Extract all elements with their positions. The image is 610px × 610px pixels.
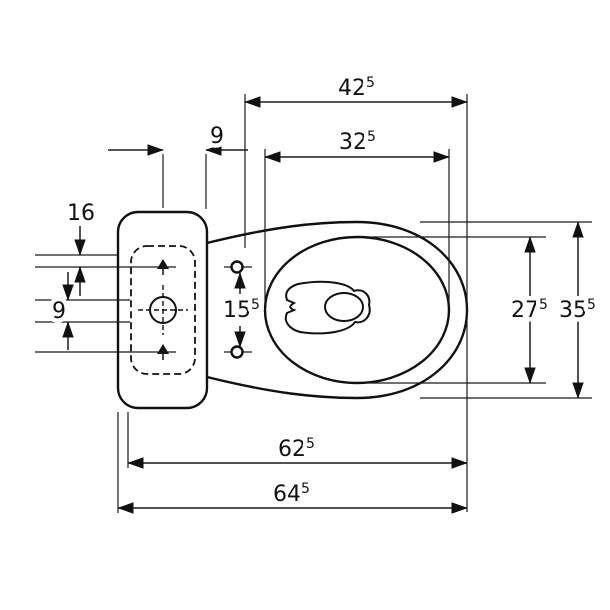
cistern-inner-dashed	[130, 245, 196, 375]
extension-lines	[35, 94, 592, 513]
label-opening-width: 275	[511, 297, 548, 323]
label-left-upper: 16	[67, 201, 95, 226]
hinge-hole-bottom	[230, 345, 244, 359]
water-spot	[324, 292, 364, 322]
seat-opening-outline	[263, 235, 451, 385]
toilet-shapes	[116, 210, 469, 410]
label-opening-length: 325	[339, 129, 376, 155]
label-rear-offset: 9	[210, 124, 224, 149]
dimension-lines	[62, 96, 584, 514]
label-left-lower: 9	[52, 299, 66, 324]
label-length-inner: 625	[278, 436, 315, 462]
water-trap-outline	[284, 280, 371, 335]
label-seat-length: 425	[338, 75, 375, 101]
label-length-total: 645	[273, 481, 310, 507]
label-bowl-width: 355	[559, 297, 596, 323]
hinge-hole-top	[230, 260, 244, 274]
